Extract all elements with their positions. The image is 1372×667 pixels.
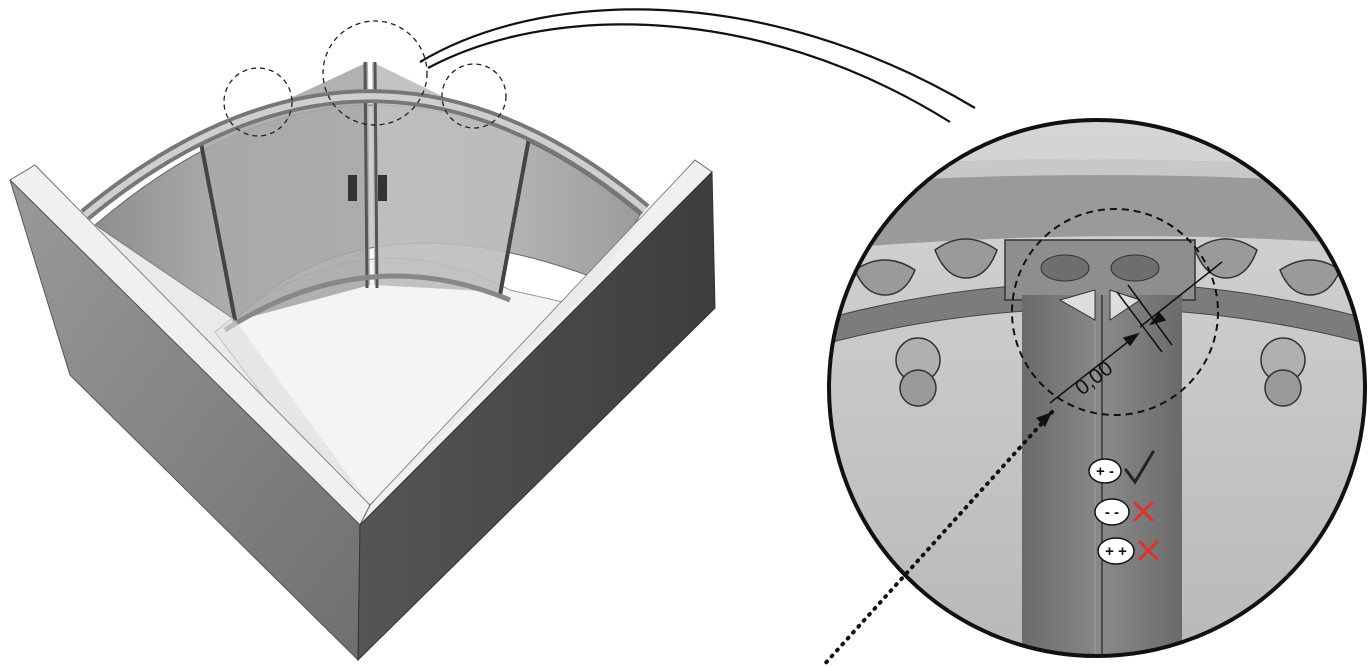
shower-enclosure xyxy=(9,20,716,662)
check-icon xyxy=(1124,450,1155,485)
indicator-symbol: + - xyxy=(1096,463,1114,480)
detail-circle-right xyxy=(441,63,507,129)
zoom-detail: 0,00 + - - - + + xyxy=(820,118,1367,667)
door-handle-left xyxy=(348,175,357,201)
indicator-row-2: - - xyxy=(1094,498,1154,526)
indicator-row-1: + - xyxy=(1088,450,1155,485)
zoom-circle-outline xyxy=(827,118,1367,658)
detail-circle-left xyxy=(223,67,293,137)
dotted-leader xyxy=(820,410,1054,667)
focus-circle xyxy=(1011,208,1219,416)
indicator-symbol: + + xyxy=(1105,543,1127,560)
detail-circle-center xyxy=(322,20,428,126)
indicator-symbol: - - xyxy=(1105,504,1119,521)
door-handle-right xyxy=(378,175,387,201)
bottom-rail xyxy=(223,273,511,333)
callout-connector xyxy=(419,8,976,123)
bolts xyxy=(895,337,1306,407)
gap-measurement xyxy=(1049,261,1223,404)
right-wall xyxy=(357,170,716,662)
indicator-row-3: + + xyxy=(1097,537,1159,565)
roller-hooks xyxy=(854,238,1341,296)
cross-icon xyxy=(1133,501,1154,522)
cross-icon xyxy=(1138,540,1159,561)
